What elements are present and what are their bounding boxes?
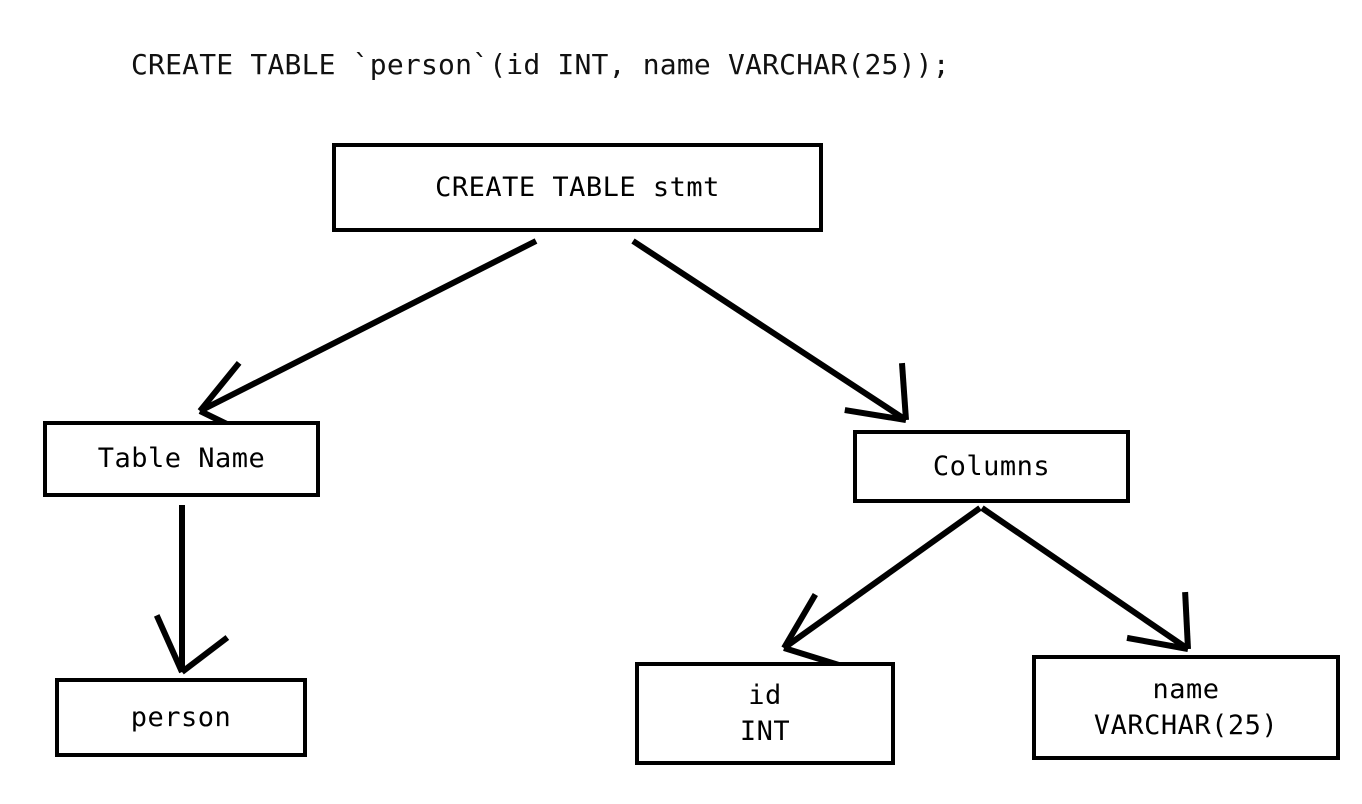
edge-shaft — [198, 238, 538, 414]
node-columns[interactable]: Columns — [853, 430, 1130, 503]
node-label: CREATE TABLE stmt — [435, 171, 720, 203]
edge-columns-to-col-id — [781, 505, 982, 668]
node-root[interactable]: CREATE TABLE stmt — [332, 143, 823, 232]
edge-shaft — [782, 505, 982, 651]
node-person[interactable]: person — [55, 678, 307, 757]
arrowhead-barb — [180, 635, 230, 675]
arrowhead-barb — [1126, 634, 1189, 652]
edge-shaft — [631, 238, 908, 423]
node-sublabel: INT — [739, 715, 791, 747]
node-label: Columns — [932, 450, 1051, 482]
arrowhead-barb — [844, 407, 907, 423]
sql-statement-caption: CREATE TABLE `person`(id INT, name VARCH… — [131, 48, 950, 81]
node-label: name — [1152, 674, 1220, 706]
edge-shaft — [980, 505, 1190, 652]
edge-columns-to-col-name — [980, 505, 1191, 652]
node-sublabel: VARCHAR(25) — [1093, 709, 1279, 741]
node-label: id — [748, 680, 782, 712]
arrowhead-barb — [197, 360, 242, 413]
arrowhead-barb — [1182, 591, 1191, 650]
edge-root-to-table-name — [197, 238, 538, 439]
node-label: Table Name — [97, 443, 266, 475]
edge-root-to-columns — [631, 238, 909, 423]
arrowhead-barb — [781, 593, 818, 650]
arrowhead-barb — [898, 362, 909, 421]
arrowhead-barb — [153, 614, 185, 674]
edge-table-name-to-person — [153, 505, 230, 675]
node-table-name[interactable]: Table Name — [43, 421, 320, 497]
node-label: person — [130, 701, 232, 733]
